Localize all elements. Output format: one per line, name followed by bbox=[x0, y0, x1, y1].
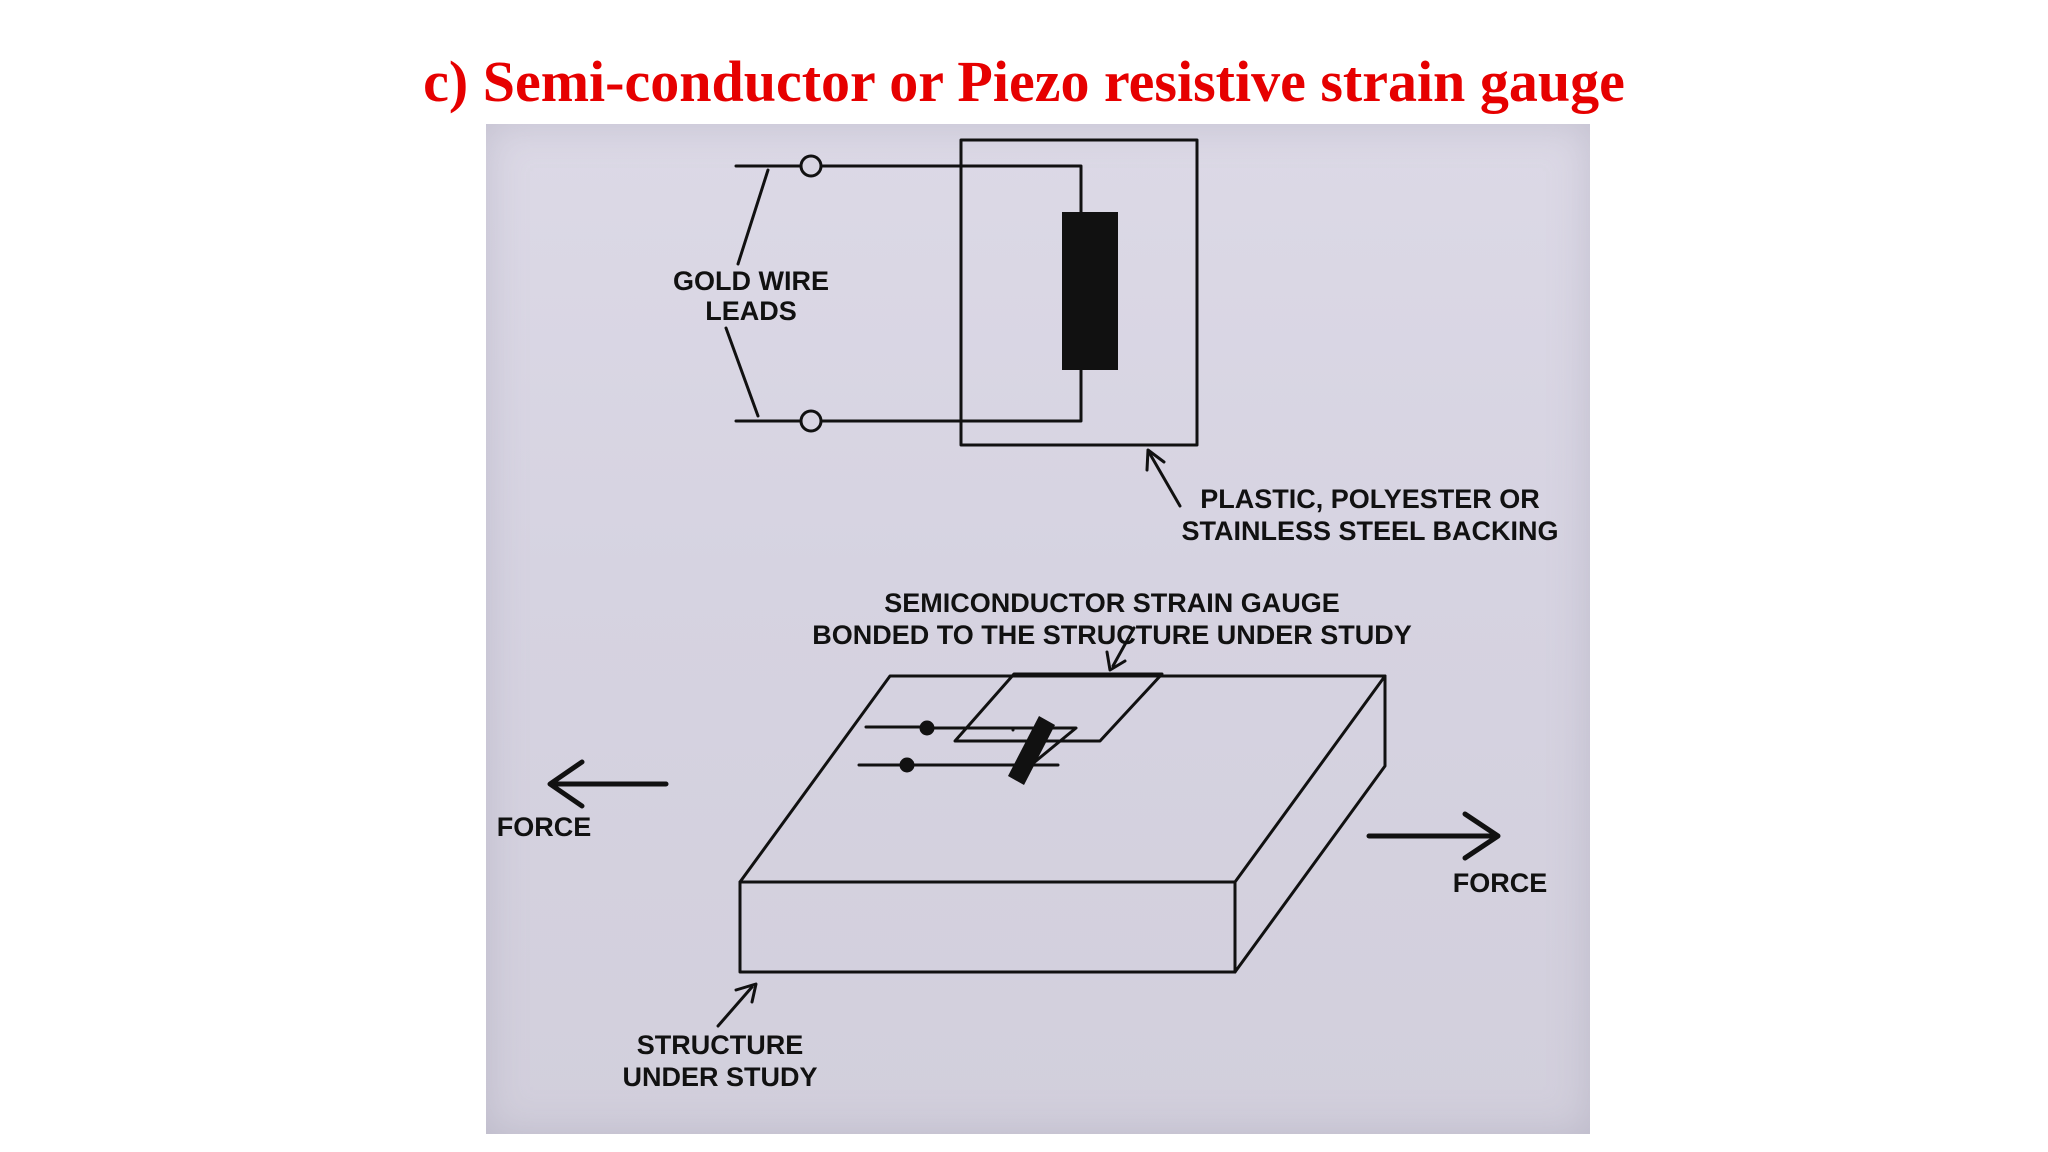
terminal-bottom bbox=[799, 409, 823, 433]
bonded-gauge-loop bbox=[905, 726, 1078, 767]
slide-title: c) Semi-conductor or Piezo resistive str… bbox=[423, 49, 1625, 114]
terminal-top bbox=[799, 154, 823, 178]
leader-gold-wire-bottom bbox=[724, 326, 760, 418]
label-structure-line2: UNDER STUDY bbox=[622, 1062, 817, 1092]
label-force-right: FORCE bbox=[1453, 868, 1548, 898]
gauge-top-wire bbox=[814, 164, 1083, 214]
label-semiconductor-line1: SEMICONDUCTOR STRAIN GAUGE bbox=[884, 588, 1340, 618]
label-semiconductor-line2: BONDED TO THE STRUCTURE UNDER STUDY bbox=[812, 620, 1412, 650]
force-left-arrowhead bbox=[547, 759, 585, 809]
arrowhead-bonded-gauge bbox=[1105, 650, 1127, 672]
leader-bonded-gauge bbox=[1111, 626, 1136, 668]
bonded-gauge-backing bbox=[953, 672, 1164, 743]
structure-side-face bbox=[1233, 674, 1387, 974]
backing-outer-rect bbox=[959, 138, 1199, 447]
label-gold-wire-line2: LEADS bbox=[705, 296, 797, 326]
gauge-bottom-wire bbox=[814, 368, 1083, 423]
arrowhead-structure bbox=[734, 982, 758, 1004]
arrowhead-backing bbox=[1145, 448, 1166, 472]
leader-structure bbox=[716, 985, 754, 1028]
label-force-left: FORCE bbox=[497, 812, 592, 842]
leader-backing bbox=[1148, 452, 1182, 508]
strain-gauge-diagram: GOLD WIRE LEADS PLASTIC, POLYESTER OR ST… bbox=[497, 138, 1559, 1092]
semiconductor-element-bonded bbox=[1008, 716, 1055, 785]
force-right-arrowhead bbox=[1462, 811, 1501, 861]
strain-gauge-figure: GOLD WIRE LEADS PLASTIC, POLYESTER OR ST… bbox=[486, 124, 1590, 1134]
bonded-terminal-top bbox=[919, 720, 935, 736]
label-backing-line1: PLASTIC, POLYESTER OR bbox=[1200, 484, 1540, 514]
label-gold-wire-line1: GOLD WIRE bbox=[673, 266, 829, 296]
leader-gold-wire-top bbox=[736, 168, 770, 266]
bonded-terminal-bottom bbox=[899, 757, 915, 773]
structure-top-face bbox=[738, 674, 1387, 884]
label-backing-line2: STAINLESS STEEL BACKING bbox=[1181, 516, 1558, 546]
semiconductor-element-top-view bbox=[1062, 212, 1118, 370]
label-structure-line1: STRUCTURE bbox=[637, 1030, 804, 1060]
structure-front-face bbox=[738, 880, 1237, 974]
